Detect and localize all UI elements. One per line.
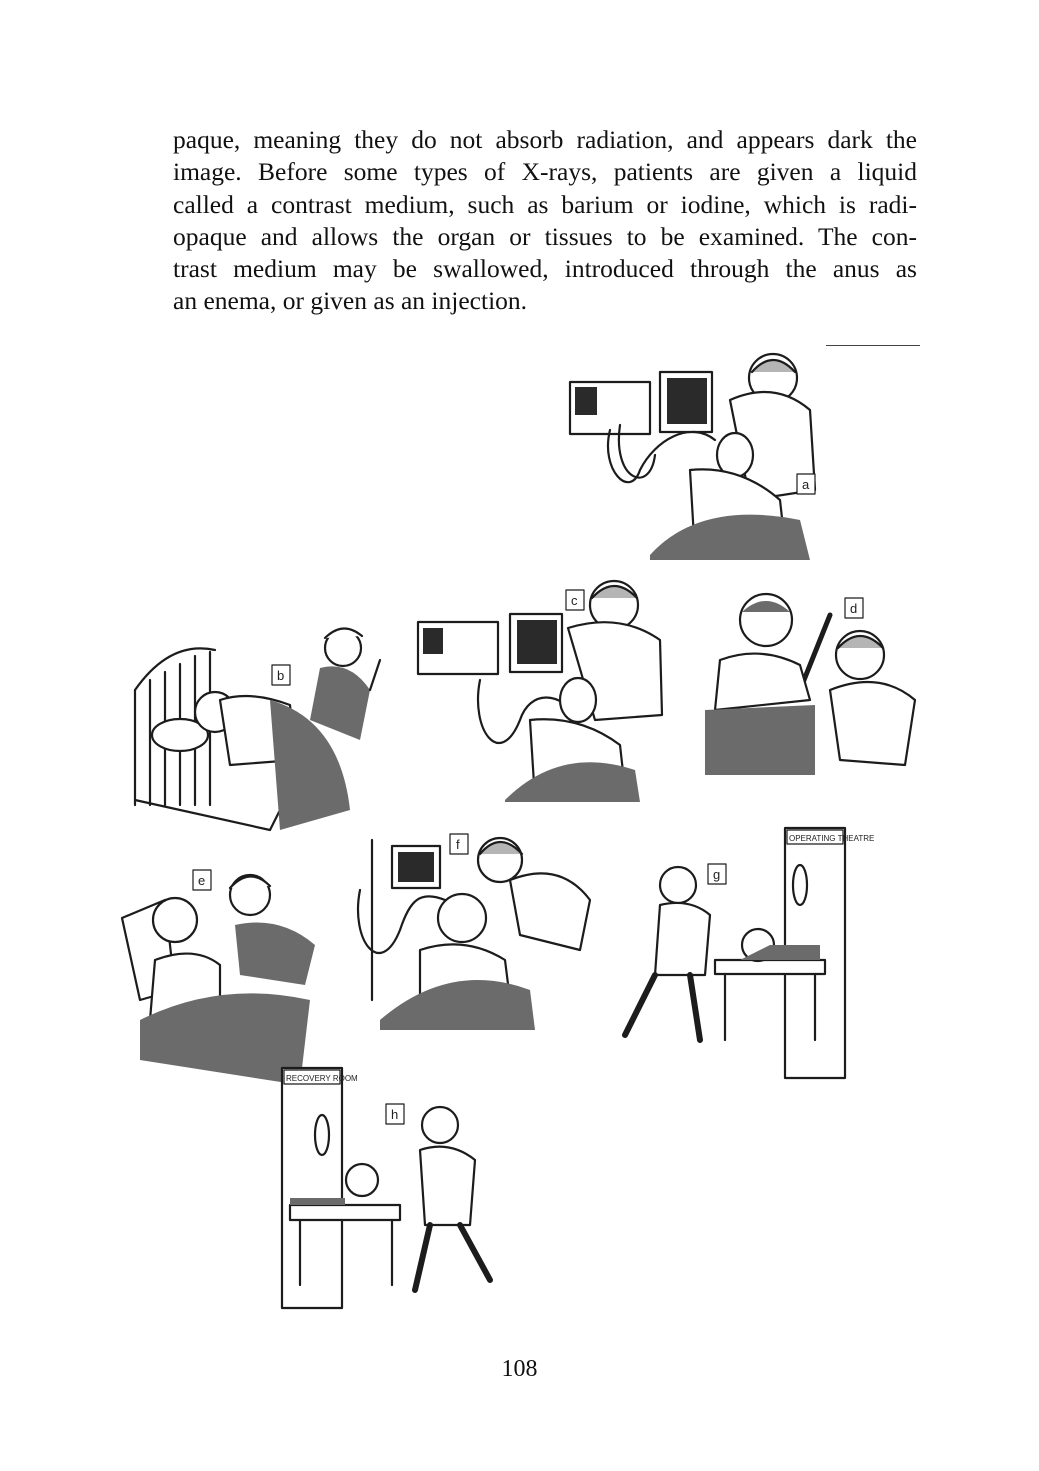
panel-b: b xyxy=(133,627,382,832)
paragraph-line: opaque and allows the organ or tissues t… xyxy=(173,221,917,251)
separator-rule xyxy=(826,345,920,346)
paragraph-line: trast medium may be swallowed, introduce… xyxy=(173,254,917,284)
panel-label: c xyxy=(571,593,578,608)
paragraph-line: an enema, or given as an injection. xyxy=(173,286,528,316)
paragraph-line: called a contrast medium, such as barium… xyxy=(173,189,917,219)
panel-label: f xyxy=(456,837,460,852)
panel-a: a xyxy=(568,352,817,560)
panel-f: f xyxy=(356,833,592,1030)
panel-c: c xyxy=(416,579,664,802)
panel-label: h xyxy=(391,1107,398,1122)
panel-label: g xyxy=(713,867,720,882)
body-paragraph: paque, meaning they do not absorb radiat… xyxy=(173,124,917,318)
panel-label: a xyxy=(802,477,810,492)
panel-d: d xyxy=(705,592,917,775)
panel-label: b xyxy=(277,668,284,683)
recovery-room-sign: RECOVERY ROOM xyxy=(286,1074,358,1083)
operating-theatre-sign: OPERATING THEATRE xyxy=(789,834,874,843)
panel-label: d xyxy=(850,601,857,616)
panel-g: OPERATING THEATRE g xyxy=(622,826,874,1080)
paragraph-line: paque, meaning they do not absorb radiat… xyxy=(173,125,917,154)
panel-label: e xyxy=(198,873,205,888)
panel-h: RECOVERY ROOM h xyxy=(280,1066,493,1310)
paragraph-line: image. Before some types of X-rays, pati… xyxy=(173,157,917,187)
panel-e: e xyxy=(120,869,315,1085)
page-number: 108 xyxy=(501,1356,538,1382)
